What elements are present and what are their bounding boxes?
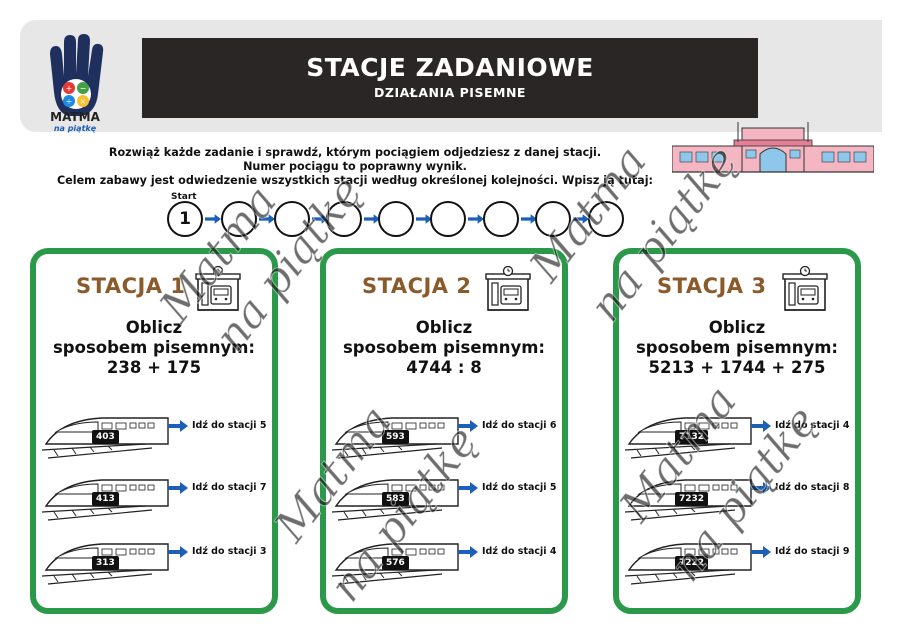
arrow-right-icon bbox=[751, 482, 771, 494]
railway-station-illustration bbox=[672, 122, 874, 173]
start-label: Start bbox=[171, 192, 197, 202]
task-line: Oblicz bbox=[708, 318, 766, 337]
arrow-right-icon bbox=[168, 420, 188, 432]
arrow-right-icon bbox=[168, 546, 188, 558]
sequence-slot[interactable] bbox=[378, 201, 414, 237]
sequence-slot[interactable] bbox=[326, 201, 362, 237]
train-destination-label: Idź do stacji 4 bbox=[775, 420, 850, 431]
train-destination-label: Idź do stacji 4 bbox=[482, 546, 557, 557]
train-option: 7232 Idź do stacji 8 bbox=[619, 476, 855, 530]
task-line: sposobem pisemnym: bbox=[635, 338, 839, 357]
sequence-arrow-icon bbox=[573, 214, 589, 224]
sequence-arrow-icon bbox=[205, 214, 221, 224]
arrow-right-icon bbox=[168, 482, 188, 494]
instruction-line: Rozwiąż każde zadanie i sprawdź, którym … bbox=[108, 146, 602, 159]
arrow-right-icon bbox=[458, 482, 478, 494]
sequence-slot[interactable] bbox=[588, 201, 624, 237]
train-number-badge: 583 bbox=[382, 492, 409, 506]
train-destination-label: Idź do stacji 5 bbox=[192, 420, 267, 431]
station-building-icon bbox=[782, 266, 828, 311]
sequence-slot[interactable] bbox=[483, 201, 519, 237]
arrow-right-icon bbox=[458, 546, 478, 558]
instructions: Rozwiąż każde zadanie i sprawdź, którym … bbox=[40, 146, 670, 188]
svg-text:+: + bbox=[66, 84, 73, 93]
sequence-slot[interactable]: 1 bbox=[167, 201, 203, 237]
sequence-arrow-icon bbox=[468, 214, 484, 224]
task-line: 5213 + 1744 + 275 bbox=[648, 358, 826, 377]
train-number-badge: 7222 bbox=[675, 556, 709, 570]
sequence-arrow-icon bbox=[364, 214, 380, 224]
train-option: 313 Idź do stacji 3 bbox=[36, 540, 272, 594]
task-line: Oblicz bbox=[415, 318, 473, 337]
sequence-slot[interactable] bbox=[430, 201, 466, 237]
train-number-badge: 403 bbox=[92, 430, 119, 444]
svg-text:−: − bbox=[80, 84, 87, 93]
train-option: 7222 Idź do stacji 9 bbox=[619, 540, 855, 594]
sequence-slot[interactable] bbox=[274, 201, 310, 237]
arrow-right-icon bbox=[751, 546, 771, 558]
train-number-badge: 313 bbox=[92, 556, 119, 570]
arrow-right-icon bbox=[751, 420, 771, 432]
sequence-arrow-icon bbox=[416, 214, 432, 224]
train-option: 413 Idź do stacji 7 bbox=[36, 476, 272, 530]
sequence-arrow-icon bbox=[312, 214, 328, 224]
train-number-badge: 413 bbox=[92, 492, 119, 506]
instruction-line: Numer pociągu to poprawny wynik. bbox=[243, 160, 467, 173]
station-building-icon bbox=[485, 266, 531, 311]
instruction-line: Celem zabawy jest odwiedzenie wszystkich… bbox=[56, 174, 654, 187]
train-number-badge: 7132 bbox=[675, 430, 709, 444]
task-line: sposobem pisemnym: bbox=[52, 338, 256, 357]
train-option: 593 Idź do stacji 6 bbox=[326, 414, 562, 468]
title-box: STACJE ZADANIOWE DZIAŁANIA PISEMNE bbox=[142, 38, 758, 118]
task-line: 4744 : 8 bbox=[406, 358, 482, 377]
svg-text:÷: ÷ bbox=[66, 97, 73, 106]
sequence-arrow-icon bbox=[521, 214, 537, 224]
station-title: STACJA 3 bbox=[657, 274, 767, 298]
train-option: 403 Idź do stacji 5 bbox=[36, 414, 272, 468]
svg-text:×: × bbox=[80, 97, 87, 106]
sequence-arrow-icon bbox=[259, 214, 275, 224]
sequence-slot[interactable] bbox=[221, 201, 257, 237]
arrow-right-icon bbox=[458, 420, 478, 432]
train-destination-label: Idź do stacji 8 bbox=[775, 482, 850, 493]
hand-logo-icon: + − ÷ × bbox=[50, 34, 104, 116]
station-building-icon bbox=[195, 266, 241, 311]
task-line: 238 + 175 bbox=[106, 358, 202, 377]
page-title: STACJE ZADANIOWE bbox=[306, 53, 594, 82]
train-icon bbox=[625, 543, 752, 585]
train-destination-label: Idź do stacji 5 bbox=[482, 482, 557, 493]
train-number-badge: 593 bbox=[382, 430, 409, 444]
train-destination-label: Idź do stacji 6 bbox=[482, 420, 557, 431]
train-number-badge: 576 bbox=[382, 556, 409, 570]
task-line: sposobem pisemnym: bbox=[342, 338, 546, 357]
train-destination-label: Idź do stacji 7 bbox=[192, 482, 267, 493]
train-destination-label: Idź do stacji 3 bbox=[192, 546, 267, 557]
train-option: 576 Idź do stacji 4 bbox=[326, 540, 562, 594]
station-title: STACJA 2 bbox=[362, 274, 472, 298]
station-title: STACJA 1 bbox=[76, 274, 186, 298]
train-option: 7132 Idź do stacji 4 bbox=[619, 414, 855, 468]
task-line: Oblicz bbox=[125, 318, 183, 337]
train-option: 583 Idź do stacji 5 bbox=[326, 476, 562, 530]
page-subtitle: DZIAŁANIA PISEMNE bbox=[374, 85, 526, 100]
train-destination-label: Idź do stacji 9 bbox=[775, 546, 850, 557]
logo-text: MATMA bbox=[50, 110, 100, 124]
logo-subtext: na piątkę bbox=[53, 124, 97, 133]
train-number-badge: 7232 bbox=[675, 492, 709, 506]
sequence-slot[interactable] bbox=[535, 201, 571, 237]
